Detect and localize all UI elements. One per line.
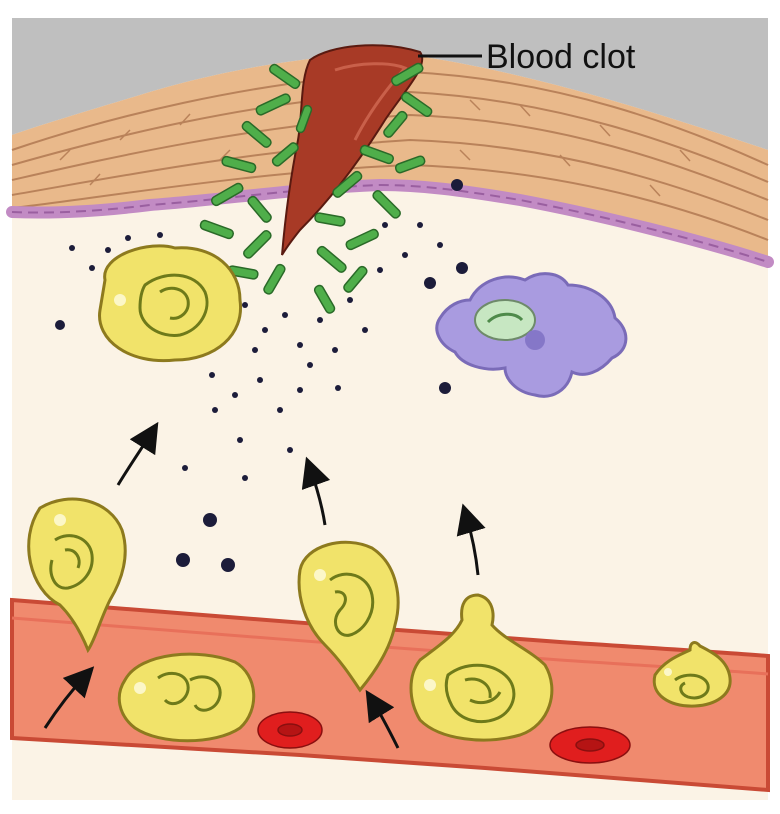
- chemical-signal-dots: [55, 179, 468, 572]
- basement-membrane-detail: [11, 183, 769, 263]
- blood-clot: [281, 44, 424, 256]
- skin-cell-ticks: [59, 99, 691, 197]
- arrow-left-lower: [43, 666, 95, 729]
- phagocyte-near-wound: [98, 244, 243, 363]
- phagocyte-crossing-left: [27, 497, 127, 654]
- arrow-center-upper: [301, 456, 331, 526]
- red-blood-cells: [257, 711, 631, 764]
- arrow-right-upper: [456, 503, 486, 576]
- macrophage-nucleus: [474, 299, 545, 350]
- migration-arrows: [43, 421, 486, 749]
- phagocyte-nuclei: [49, 273, 710, 723]
- arrow-center-lower: [365, 689, 400, 749]
- phagocyte-squeezing-right: [409, 593, 554, 742]
- outside-air: [12, 18, 768, 150]
- phagocyte-granules: [54, 294, 672, 694]
- blood-clot-label: Blood clot: [486, 38, 636, 76]
- bacteria: [199, 62, 433, 314]
- arrow-left-upper: [116, 421, 159, 486]
- blood-clot-highlight: [334, 62, 408, 141]
